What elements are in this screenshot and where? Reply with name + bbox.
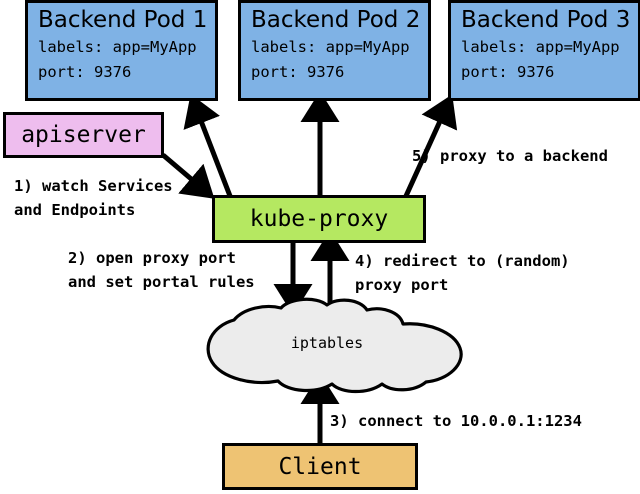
step-1-line-1: 1) watch Services xyxy=(14,177,173,195)
step-4-line-2: proxy port xyxy=(355,276,449,294)
backend-pod-1-title: Backend Pod 1 xyxy=(38,7,208,33)
step-3-label: 3) connect to 10.0.0.1:1234 xyxy=(330,409,582,433)
step-2-label: 2) open proxy port and set portal rules xyxy=(68,246,255,294)
backend-pod-3-port: port: 9376 xyxy=(461,63,555,81)
kube-proxy-box: kube-proxy xyxy=(212,195,426,243)
step-4-label: 4) redirect to (random) proxy port xyxy=(355,249,570,297)
step-1-line-2: and Endpoints xyxy=(14,201,136,219)
client-box: Client xyxy=(222,443,418,490)
backend-pod-3-box: Backend Pod 3 labels: app=MyApp port: 93… xyxy=(448,0,640,101)
step-4-line-1: 4) redirect to (random) xyxy=(355,252,570,270)
cloud-shape xyxy=(206,297,463,394)
backend-pod-1-labels: labels: app=MyApp xyxy=(38,38,197,56)
step-3-line-1: 3) connect to 10.0.0.1:1234 xyxy=(330,412,582,430)
step-5-label: 5) proxy to a backend xyxy=(412,144,608,168)
step-2-line-2: and set portal rules xyxy=(68,273,255,291)
iptables-cloud: iptables xyxy=(186,296,468,396)
backend-pod-2-port: port: 9376 xyxy=(251,63,345,81)
backend-pod-1-box: Backend Pod 1 labels: app=MyApp port: 93… xyxy=(25,0,218,101)
iptables-label: iptables xyxy=(290,334,364,352)
arrow-kubeproxy-to-pod1 xyxy=(183,94,233,197)
apiserver-label: apiserver xyxy=(21,122,146,148)
apiserver-box: apiserver xyxy=(3,112,164,158)
backend-pod-2-box: Backend Pod 2 labels: app=MyApp port: 93… xyxy=(238,0,431,101)
backend-pod-3-labels: labels: app=MyApp xyxy=(461,38,620,56)
kube-proxy-label: kube-proxy xyxy=(249,206,389,232)
client-label: Client xyxy=(278,453,362,480)
backend-pod-1-port: port: 9376 xyxy=(38,63,132,81)
backend-pod-2-title: Backend Pod 2 xyxy=(251,7,421,33)
backend-pod-3-title: Backend Pod 3 xyxy=(461,7,631,33)
step-2-line-1: 2) open proxy port xyxy=(68,249,236,267)
step-1-label: 1) watch Services and Endpoints xyxy=(14,174,173,222)
step-5-line-1: 5) proxy to a backend xyxy=(412,147,608,165)
backend-pod-2-labels: labels: app=MyApp xyxy=(251,38,410,56)
